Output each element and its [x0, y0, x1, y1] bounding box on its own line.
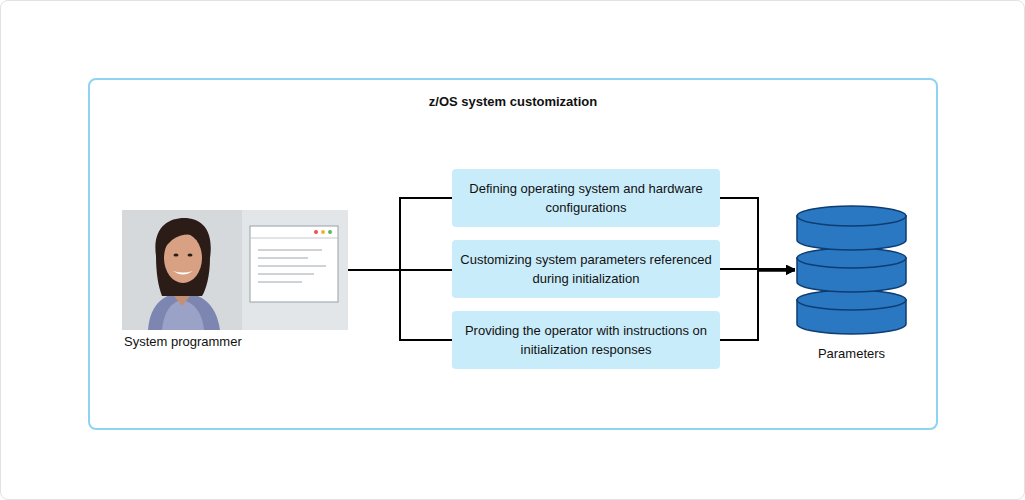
group-frame: z/OS system customizationSystem programm…: [88, 78, 938, 430]
connector: [720, 271, 795, 341]
connector: [348, 269, 452, 271]
database-node: Parameters: [795, 202, 908, 339]
group-title: z/OS system customization: [90, 92, 936, 111]
programmer-illustration: [122, 210, 348, 330]
connector: [348, 198, 452, 270]
node-label: Customizing system parameters referenced…: [460, 250, 712, 288]
connector: [720, 268, 795, 270]
node-label: Defining operating system and hardware c…: [460, 179, 712, 217]
node-label: System programmer: [124, 332, 242, 351]
node-label: Providing the operator with instructions…: [460, 321, 712, 359]
database-cylinder: [795, 202, 908, 339]
process-box: Customizing system parameters referenced…: [452, 240, 720, 298]
process-box: Providing the operator with instructions…: [452, 311, 720, 369]
connector: [348, 270, 452, 340]
process-box: Defining operating system and hardware c…: [452, 169, 720, 227]
node-label: Parameters: [775, 344, 928, 363]
connector: [720, 198, 795, 271]
actor-figure: System programmer: [122, 210, 348, 330]
